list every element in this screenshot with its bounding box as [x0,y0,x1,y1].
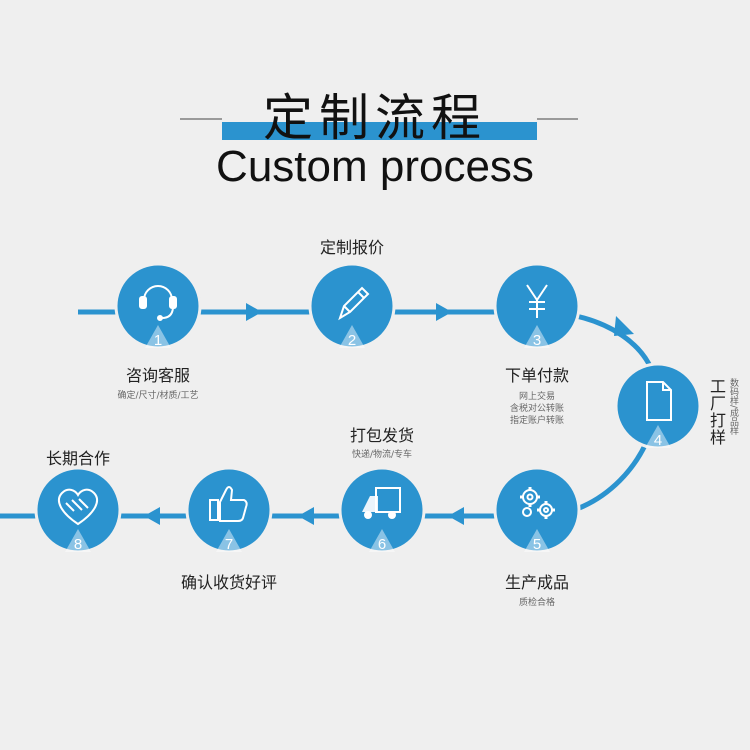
truck-icon [362,487,401,519]
step-1-sub: 确定/尺寸/材质/工艺 [117,391,199,401]
step-3-sub-3: 指定账户转账 [509,416,564,426]
step-6-label: 打包发货 [349,426,414,445]
pencil-icon [338,286,370,321]
arrow-left-2 [298,507,314,525]
step-number: 4 [654,432,662,449]
arrow-right-1 [246,303,262,321]
step-4-label: 工厂打样 [707,378,726,446]
thumbs-up-icon [209,486,248,522]
step-8: 8 [34,466,122,554]
page-subtitle: Custom process [216,142,534,191]
step-number: 2 [348,332,356,349]
step-6-sub: 快递/物流/专车 [351,450,413,460]
step-6: 6 [338,466,426,554]
arrow-left-3 [144,507,160,525]
step-3-sub-2: 含税对公转账 [509,404,564,414]
step-5-sub: 质检合格 [518,598,555,608]
step-4-sub: 数码样/成品样 [728,378,738,436]
step-3: 3 [493,262,581,350]
step-3-label: 下单付款 [504,366,569,385]
gears-icon [520,487,555,519]
step-7-label: 确认收货好评 [180,573,277,592]
step-7: 7 [185,466,273,554]
arrow-curve-down [614,316,634,336]
step-8-label: 长期合作 [45,449,110,468]
quote-label: 定制报价 [319,238,384,257]
step-3-sub-1: 网上交易 [518,392,555,402]
step-number: 8 [74,536,82,553]
title-highlight-bar [222,122,537,140]
document-icon [646,381,672,421]
step-1-label: 咨询客服 [125,366,190,385]
step-number: 3 [533,332,541,349]
step-4: 4 [614,362,702,450]
step-2: 2 [308,262,396,350]
arrow-left-1 [448,507,464,525]
step-5-label: 生产成品 [504,573,569,592]
step-1: 1 [114,262,202,350]
step-number: 7 [225,536,233,553]
arrow-right-2 [436,303,452,321]
step-5: 5 [493,466,581,554]
step-number: 5 [533,536,541,553]
page-title: 定制流程 [263,89,487,147]
yen-icon [526,284,548,318]
step-number: 1 [154,332,162,349]
headset-icon [139,285,177,321]
step-number: 6 [378,536,386,553]
handshake-icon [58,488,98,526]
